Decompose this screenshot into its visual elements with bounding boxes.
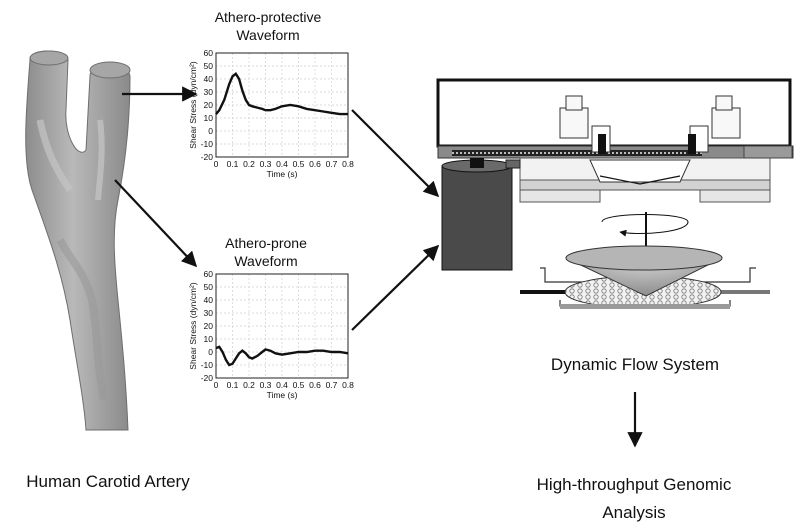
prone-axes-frame	[215, 273, 349, 379]
protective-ytick-label: 60	[204, 48, 214, 58]
protective-ytick-label: 50	[204, 61, 214, 71]
protective-xtick-label: 0.5	[293, 159, 305, 169]
prone-ytick-label: 10	[204, 334, 214, 344]
arrow-protective-to-system	[351, 109, 440, 198]
flow-device-illustration	[436, 78, 794, 309]
prone-xtick-label: 0	[214, 380, 219, 390]
protective-x-axis-label: Time (s)	[267, 169, 298, 179]
prone-ytick-label: 30	[204, 308, 214, 318]
prone-xtick-label: 0.3	[260, 380, 272, 390]
arrow-prone-to-system	[351, 244, 440, 331]
arrow-artery-to-prone	[114, 179, 198, 268]
prone-xtick-label: 0.2	[243, 380, 255, 390]
prone-ytick-label: 20	[204, 321, 214, 331]
protective-xtick-label: 0	[214, 159, 219, 169]
prone-xtick-label: 0.6	[309, 380, 321, 390]
protective-ytick-label: 0	[208, 126, 213, 136]
protective-waveform-line	[215, 72, 348, 116]
protective-xtick-label: 0.1	[227, 159, 239, 169]
label-human-carotid-artery: Human Carotid Artery	[26, 472, 190, 491]
prone-waveform-line	[215, 345, 349, 367]
prone-ytick-label: -20	[201, 373, 214, 383]
prone-y-axis-label: Shear Stress (dyn/cm²)	[188, 282, 198, 370]
chart-protective-title-line1: Athero-protective	[215, 9, 322, 25]
prone-x-axis-label: Time (s)	[267, 390, 298, 400]
prone-ytick-label: 40	[204, 295, 214, 305]
label-genomic-analysis-line1: High-throughput Genomic	[537, 475, 732, 494]
protective-xtick-label: 0.6	[309, 159, 321, 169]
protective-ytick-label: 10	[204, 113, 214, 123]
protective-ytick-label: -10	[201, 139, 214, 149]
protective-xtick-label: 0.7	[326, 159, 338, 169]
chart-prone-title-line1: Athero-prone	[225, 235, 307, 251]
protective-xtick-label: 0.3	[260, 159, 272, 169]
prone-ytick-label: 0	[208, 347, 213, 357]
prone-ytick-label: 60	[204, 269, 214, 279]
prone-xtick-label: 0.8	[342, 380, 354, 390]
flow-arrows	[114, 86, 643, 448]
protective-ytick-label: 20	[204, 100, 214, 110]
protective-xtick-label: 0.2	[243, 159, 255, 169]
prone-xtick-label: 0.4	[276, 380, 288, 390]
carotid-artery-illustration	[25, 50, 131, 431]
prone-xtick-label: 0.5	[293, 380, 305, 390]
prone-xtick-label: 0.7	[326, 380, 338, 390]
prone-ytick-label: 50	[204, 282, 214, 292]
protective-ytick-label: 40	[204, 74, 214, 84]
chart-prone-title-line2: Waveform	[234, 253, 297, 269]
prone-xtick-label: 0.1	[227, 380, 239, 390]
label-genomic-analysis-line2: Analysis	[602, 503, 665, 522]
chart-protective: Athero-protective Waveform -20-100102030…	[188, 9, 354, 179]
prone-ytick-label: -10	[201, 360, 214, 370]
protective-xtick-label: 0.4	[276, 159, 288, 169]
label-dynamic-flow-system: Dynamic Flow System	[551, 355, 719, 374]
protective-xtick-label: 0.8	[342, 159, 354, 169]
chart-prone: Athero-prone Waveform -20-10010203040506…	[188, 235, 354, 400]
protective-axes-frame	[215, 52, 349, 158]
chart-protective-title-line2: Waveform	[236, 27, 299, 43]
protective-y-axis-label: Shear Stress (dyn/cm²)	[188, 61, 198, 149]
protective-ytick-label: 30	[204, 87, 214, 97]
protective-ytick-label: -20	[201, 152, 214, 162]
